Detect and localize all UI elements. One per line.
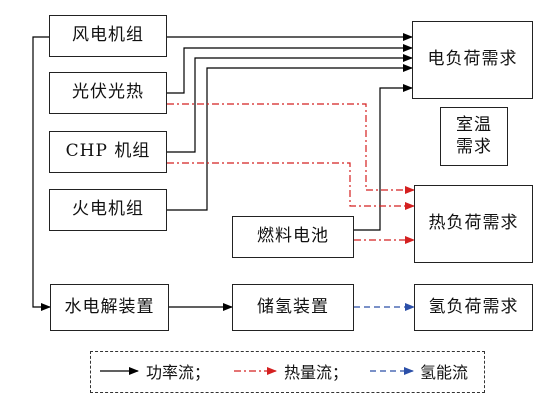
power-flow-thermal-to-elec [167, 64, 413, 211]
power-flow-pv-to-elec [167, 44, 413, 94]
legend-hydrogen-label: 氢能流 [420, 363, 469, 382]
room-temp-label-line2: 需求 [456, 136, 492, 157]
electric-demand-box: 电负荷需求 [412, 21, 533, 99]
thermal-power-label: 火电机组 [72, 199, 144, 220]
heat-flow-pv-to-heat [167, 103, 415, 194]
electrolyzer-box: 水电解装置 [50, 284, 169, 331]
wind-turbine-box: 风电机组 [49, 15, 167, 57]
hydrogen-demand-label: 氢负荷需求 [428, 296, 519, 317]
pv-thermal-box: 光伏光热 [49, 72, 167, 114]
thermal-power-box: 火电机组 [49, 189, 167, 231]
room-temp-demand-box: 室温 需求 [440, 107, 508, 166]
electric-demand-label: 电负荷需求 [427, 49, 518, 70]
room-temp-label-line1: 室温 [456, 115, 492, 136]
hydrogen-storage-label: 储氢装置 [257, 296, 329, 317]
heat-flow-chp-to-heat [167, 162, 415, 210]
heat-demand-label: 热负荷需求 [428, 213, 519, 234]
electrolyzer-label: 水电解装置 [64, 296, 155, 317]
legend-frame [90, 351, 485, 393]
fuel-cell-label: 燃料电池 [257, 226, 329, 247]
chp-unit-label: CHP 机组 [65, 141, 151, 162]
legend-power-label: 功率流； [146, 363, 211, 382]
fuel-cell-box: 燃料电池 [232, 216, 354, 258]
power-flow-chp-to-elec [167, 54, 413, 153]
power-flow-bus-to-electrolyzer [32, 36, 51, 311]
hydrogen-storage-box: 储氢装置 [232, 284, 354, 331]
power-flow-fuelcell-to-elec [354, 84, 413, 231]
pv-thermal-label: 光伏光热 [72, 82, 144, 103]
wind-turbine-label: 风电机组 [72, 25, 144, 46]
legend-heat-label: 热量流； [284, 363, 349, 382]
heat-demand-box: 热负荷需求 [414, 185, 533, 263]
hydrogen-demand-box: 氢负荷需求 [414, 284, 533, 331]
chp-unit-box: CHP 机组 [49, 131, 167, 173]
